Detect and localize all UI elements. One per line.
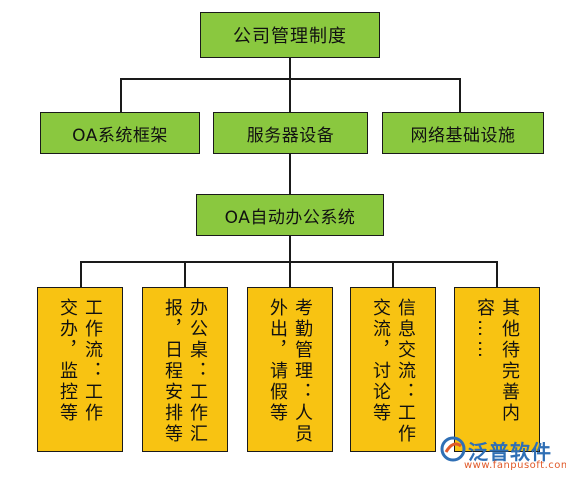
oa-framework-label: OA系统框架 [72, 125, 168, 146]
connector-to-leaf-2 [184, 261, 186, 287]
network-infrastructure-node: 网络基础设施 [382, 112, 544, 154]
connector-to-leaf-3 [289, 261, 291, 287]
connector-server-to-hub [289, 154, 291, 194]
leaf-workflow-text: 工作流：工作 交办，监控等 [57, 298, 103, 424]
leaf-attendance-text: 考勤管理：人员 外出，请假等 [267, 298, 313, 445]
oa-framework-node: OA系统框架 [40, 112, 200, 154]
leaf-info-exchange-text: 信息交流：工作 交流，讨论等 [370, 298, 416, 445]
connector-to-leaf-1 [80, 261, 82, 287]
watermark-brand: 泛普软件 [468, 440, 552, 464]
leaf-other-text: 其他待完善内 容…… [474, 298, 520, 424]
server-equipment-node: 服务器设备 [213, 112, 368, 154]
oa-office-system-node: OA自动办公系统 [196, 194, 384, 236]
oa-office-system-label: OA自动办公系统 [224, 207, 356, 228]
connector-to-oa-framework [120, 78, 122, 112]
leaf-attendance: 考勤管理：人员 外出，请假等 [247, 287, 333, 452]
root-node: 公司管理制度 [200, 12, 380, 58]
leaf-other: 其他待完善内 容…… [454, 287, 540, 452]
watermark-url: www.fanpusoft.com [464, 460, 566, 471]
connector-root-down [289, 58, 291, 78]
connector-to-network [459, 78, 461, 112]
leaf-desktop-text: 办公桌：工作汇 报，日程安排等 [162, 298, 208, 445]
watermark: 泛普软件 www.fanpusoft.com [440, 436, 566, 472]
connector-hub-down [289, 236, 291, 262]
fanpu-logo-icon [440, 436, 466, 462]
connector-to-leaf-4 [392, 261, 394, 287]
leaf-workflow: 工作流：工作 交办，监控等 [37, 287, 123, 452]
leaf-desktop: 办公桌：工作汇 报，日程安排等 [142, 287, 228, 452]
connector-to-server [289, 78, 291, 112]
network-infrastructure-label: 网络基础设施 [410, 125, 516, 146]
root-label: 公司管理制度 [233, 26, 347, 47]
server-equipment-label: 服务器设备 [246, 125, 335, 146]
connector-to-leaf-5 [496, 261, 498, 287]
leaf-info-exchange: 信息交流：工作 交流，讨论等 [350, 287, 436, 452]
